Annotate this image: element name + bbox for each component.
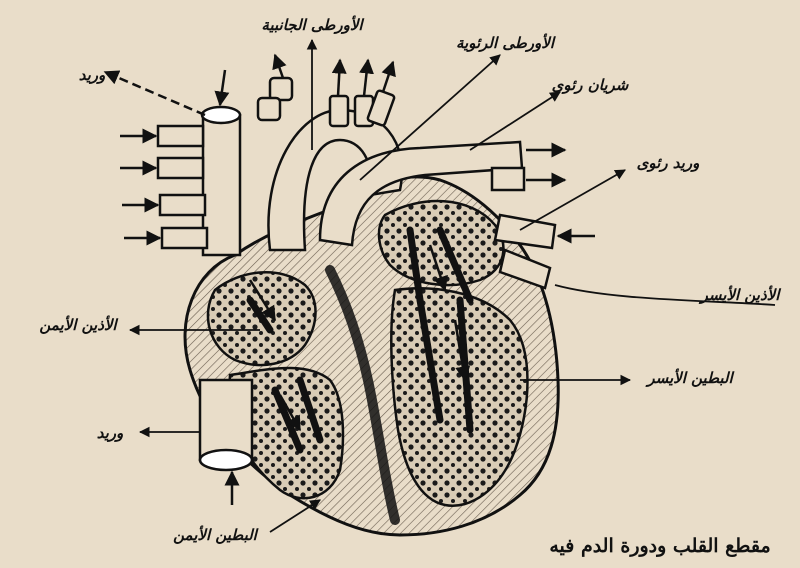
side-veins bbox=[158, 126, 207, 248]
label-pulmonary-artery: شريان رئوى bbox=[552, 76, 630, 94]
diagram-caption: مقطع القلب ودورة الدم فيه bbox=[549, 535, 770, 557]
label-pulmonary-vein: وريد رئوى bbox=[637, 154, 700, 172]
label-vein-top: وريد bbox=[79, 66, 106, 84]
label-right-atrium: الأذين الأيمن bbox=[39, 315, 118, 334]
label-left-ventricle: البطين الأيسر bbox=[645, 368, 734, 387]
label-top-artery: الأورطى الجانبية bbox=[261, 15, 364, 34]
label-vein-bottom: وريد bbox=[97, 424, 124, 442]
dashed-vein-arrow bbox=[105, 72, 205, 115]
label-aorta-pulmonary: الأورطى الرئوية bbox=[456, 33, 556, 52]
inferior-vena-cava bbox=[200, 380, 252, 460]
left-atrium-chamber bbox=[379, 201, 503, 285]
superior-vena-cava bbox=[203, 115, 240, 255]
label-left-atrium: الأذين الأيسر bbox=[699, 285, 782, 304]
label-right-ventricle: البطين الأيمن bbox=[173, 525, 259, 544]
